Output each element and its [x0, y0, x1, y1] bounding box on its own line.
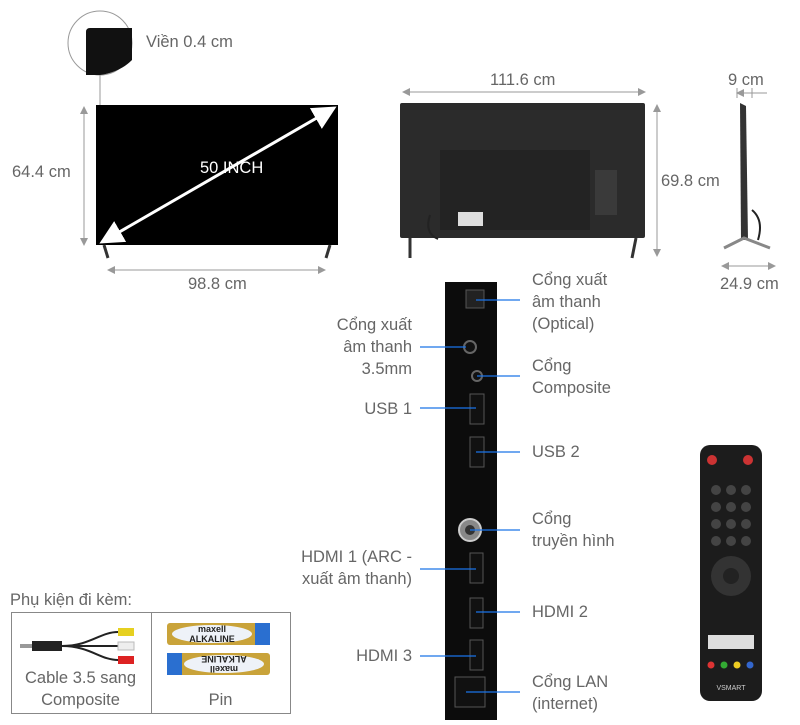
back-tv-image — [400, 103, 645, 259]
side-depth-label: 9 cm — [728, 71, 764, 89]
front-width-label: 98.8 cm — [188, 275, 247, 293]
front-tv-image — [96, 105, 338, 259]
back-height-label: 69.8 cm — [661, 172, 720, 190]
lan-port-label: Cổng LAN(internet) — [532, 673, 609, 713]
hdmi2-port-label: HDMI 2 — [532, 603, 588, 621]
side-stand-label: 24.9 cm — [720, 275, 779, 293]
battery-brand-label: maxell ALKALINE — [189, 624, 235, 644]
accessories-box — [11, 612, 291, 714]
usb2-port-label: USB 2 — [532, 443, 580, 461]
accessory-battery-label: Pin — [208, 691, 233, 709]
side-tv-image — [723, 103, 771, 250]
diagonal-label: 50 INCH — [200, 159, 264, 177]
back-width-label: 111.6 cm — [490, 71, 556, 89]
accessories-title: Phụ kiện đi kèm: — [10, 591, 132, 609]
front-height-label: 64.4 cm — [12, 163, 71, 181]
usb1-port-label: USB 1 — [364, 400, 412, 418]
port-leader-lines — [420, 299, 520, 693]
port-panel-image — [445, 282, 497, 720]
battery-image — [167, 623, 270, 675]
accessories-divider — [151, 613, 152, 713]
hdmi1-port-label: HDMI 1 (ARC -xuất âm thanh) — [301, 548, 412, 588]
bezel-detail-magnifier — [67, 10, 133, 105]
remote-brand-logo: VSMART — [716, 685, 746, 692]
hdmi3-port-label: HDMI 3 — [356, 647, 412, 665]
bezel-label: Viền 0.4 cm — [146, 33, 233, 51]
cable-image — [20, 628, 135, 664]
remote-control-image — [700, 445, 762, 701]
